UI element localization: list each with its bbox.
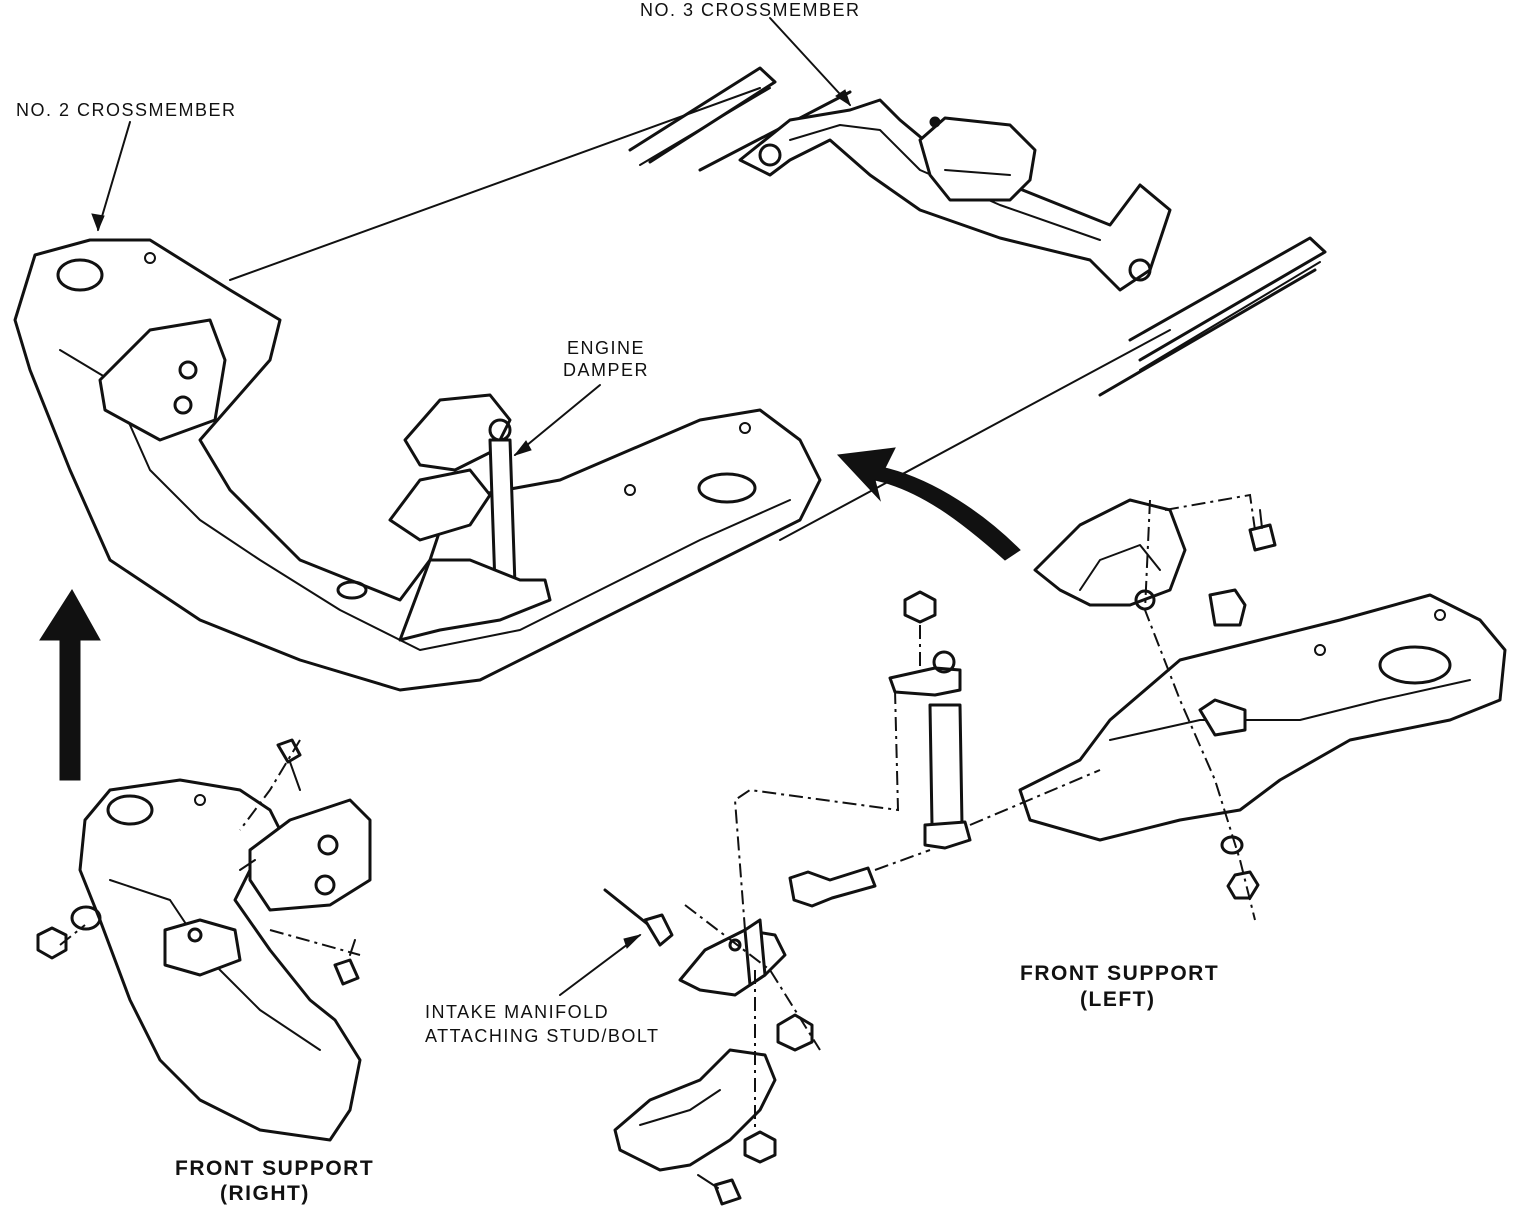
label-front-support-right-line1: FRONT SUPPORT bbox=[175, 1157, 374, 1180]
label-intake-line2: ATTACHING STUD/BOLT bbox=[425, 1026, 660, 1046]
label-engine-damper-line2: DAMPER bbox=[563, 360, 649, 380]
label-front-support-left-line1: FRONT SUPPORT bbox=[1020, 962, 1219, 985]
no3-crossmember bbox=[738, 98, 1172, 292]
intake-manifold-bracket bbox=[603, 888, 821, 1206]
label-engine-damper-line1: ENGINE bbox=[567, 338, 645, 358]
front-support-right-assembly bbox=[36, 738, 372, 1142]
install-arrows bbox=[39, 447, 1021, 781]
engine-damper-exploded bbox=[733, 590, 1101, 931]
no2-crossmember bbox=[13, 238, 822, 692]
label-no3-crossmember: NO. 3 CROSSMEMBER bbox=[640, 0, 861, 20]
engine-damper-installed bbox=[388, 393, 552, 642]
label-no2-crossmember: NO. 2 CROSSMEMBER bbox=[16, 100, 237, 120]
front-support-left-assembly bbox=[1018, 493, 1507, 921]
label-front-support-right-line2: (RIGHT) bbox=[220, 1182, 310, 1205]
label-front-support-left-line2: (LEFT) bbox=[1080, 988, 1155, 1011]
label-intake-line1: INTAKE MANIFOLD bbox=[425, 1002, 609, 1022]
leader-lines bbox=[91, 17, 851, 996]
callout-labels: NO. 3 CROSSMEMBER NO. 2 CROSSMEMBER ENGI… bbox=[16, 0, 1219, 1205]
